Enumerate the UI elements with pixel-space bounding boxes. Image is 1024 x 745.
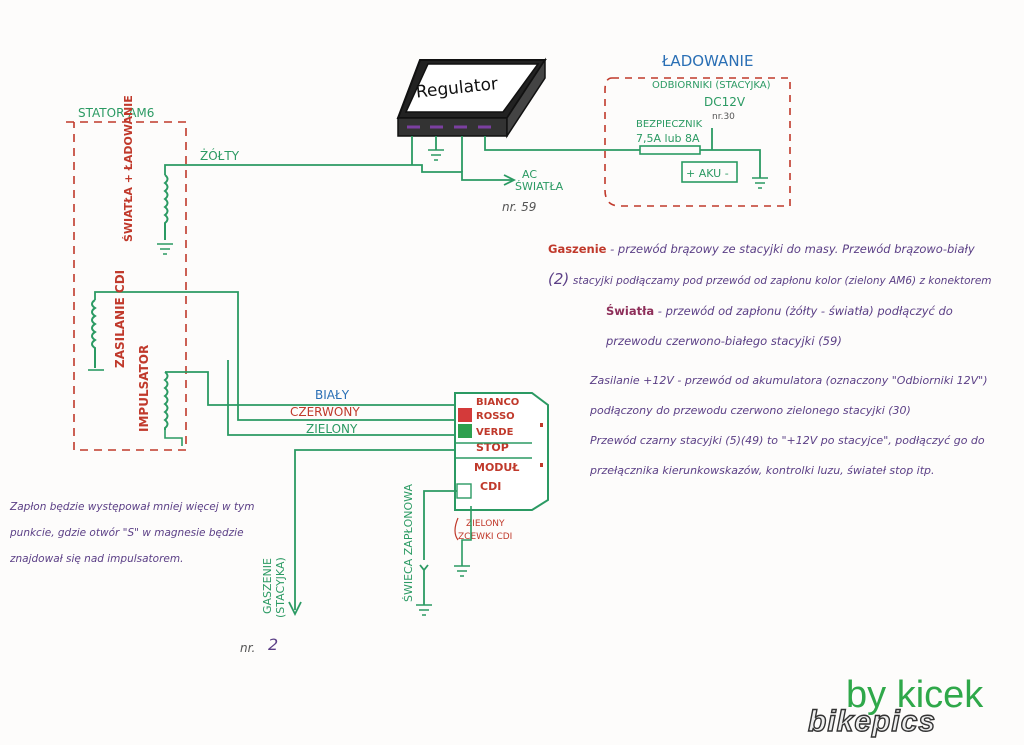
regulator-wires (411, 136, 600, 172)
arrow-ac (503, 174, 517, 186)
note-kill-title: Gaszenie (548, 242, 607, 256)
note-power: Zasilanie +12V - przewód od akumulatora … (590, 374, 988, 417)
label-white: BIAŁY (315, 388, 350, 402)
charging-dc: DC12V (704, 95, 746, 109)
label-ac-2: ŚWIATŁA (515, 180, 564, 193)
wire-cdi-supply (94, 291, 455, 421)
label-ac-nr: nr. 59 (502, 200, 536, 214)
label-green: ZIELONY (306, 422, 358, 436)
cdi-terminal-green-label: VERDE (476, 427, 514, 438)
charging-fuse-2: 7,5A lub 8A (636, 132, 700, 145)
note-lights-text: - przewód od zapłonu (żółty - światła) p… (606, 304, 953, 348)
note-kill-text2: stacyjki podłączamy pod przewód od zapło… (572, 275, 992, 287)
cdi-terminal-green (458, 424, 472, 438)
charging-receivers: ODBIORNIKI (STACYJKA) (652, 80, 771, 91)
cdi-dots (540, 423, 543, 467)
note-kill-text: - przewód brązowy ze stacyjki do masy. P… (606, 242, 975, 256)
note-black-wire: Przewód czarny stacyjki (5)(49) to "+12V… (590, 434, 985, 477)
ground-coil (454, 565, 470, 577)
wire-pickup (165, 371, 455, 406)
charging-fuse-1: BEZPIECZNIK (636, 119, 703, 130)
charging-title: ŁADOWANIE (661, 52, 753, 70)
label-kill-2: (STACYJKA) (274, 557, 287, 618)
ground-spark (416, 604, 432, 616)
wire-kill-to-stop (294, 449, 455, 610)
wire-green-kill (227, 360, 455, 436)
note-lights: Światła - przewód od zapłonu (żółty - św… (606, 296, 986, 356)
cdi-terminal-stop-label: STOP (476, 441, 509, 454)
cdi-hv-plug (456, 483, 472, 499)
label-coil-cdi: ZASILANIE CDI (113, 270, 127, 368)
regulator-ground (428, 149, 444, 161)
charging-outline (604, 77, 791, 207)
battery-ground (752, 177, 768, 189)
coil-pickup (163, 371, 169, 430)
battery-symbol (681, 161, 738, 183)
note-kill: Gaszenie - przewód brązowy ze stacyjki d… (548, 234, 1008, 296)
cdi-dividers (455, 442, 532, 459)
cdi-coil-label-2: ZCEWKI CDI (458, 532, 512, 542)
label-coil-lights: ŚWIATŁA + ŁADOWANIE (122, 95, 135, 242)
cdi-module-label-1: MODUŁ (474, 461, 519, 474)
stator-title: STATOR AM6 (78, 106, 154, 120)
bikepics-logo: bikepics (807, 704, 937, 738)
arrow-kill (288, 601, 302, 617)
cdi-module (454, 392, 549, 511)
regulator-top (404, 63, 540, 113)
wire-yellow (164, 164, 512, 181)
charging-dc-nr: nr.30 (712, 112, 735, 122)
regulator-side (506, 57, 546, 139)
coil-cdi (91, 299, 97, 368)
cdi-coil-bracket (454, 517, 459, 541)
wire-spark (419, 490, 457, 605)
label-spark: ŚWIECA ZAPŁONOWA (402, 484, 415, 602)
note-ignition: Zapłon będzie występował mniej więcej w … (10, 501, 255, 565)
wire-pickup-2 (164, 430, 183, 446)
label-ac-1: AC (522, 168, 537, 181)
wire-coil-ground (461, 506, 472, 566)
label-red: CZERWONY (290, 405, 360, 419)
cdi-terminal-red-label: ROSSO (476, 411, 515, 422)
label-nr-value: 2 (268, 635, 278, 654)
note-kill-num: (2) (548, 270, 570, 288)
label-kill-1: GASZENIE (261, 558, 274, 614)
stator-outline (66, 121, 187, 451)
signature: by kicek (846, 674, 984, 716)
label-yellow: ŻÓŁTY (200, 148, 240, 163)
ground-lights (157, 243, 173, 255)
fuse-symbol (639, 145, 701, 155)
note-lights-title: Światła (606, 304, 655, 318)
cdi-coil-label-1: ZIELONY (466, 519, 505, 529)
cdi-terminal-red (458, 408, 472, 422)
label-coil-pickup: IMPULSATOR (137, 345, 151, 432)
label-nr: nr. (240, 641, 255, 655)
battery-label: + AKU - (686, 167, 729, 180)
cdi-terminal-white-label: BIANCO (476, 397, 519, 408)
charging-wires (600, 128, 761, 178)
coil-lights (163, 174, 169, 240)
cdi-module-label-2: CDI (480, 480, 501, 493)
